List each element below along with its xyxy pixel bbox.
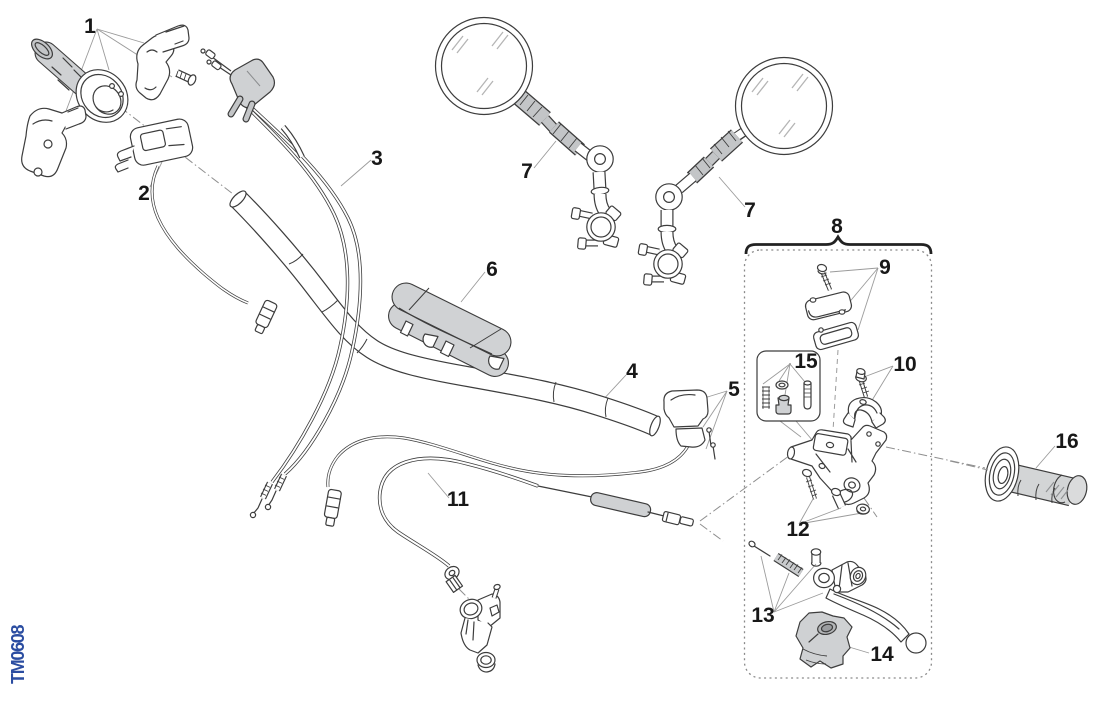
svg-text:6: 6 [486, 258, 498, 281]
svg-text:7: 7 [744, 199, 756, 222]
svg-text:13: 13 [751, 604, 774, 627]
svg-text:16: 16 [1055, 430, 1078, 453]
svg-text:15: 15 [794, 350, 818, 373]
svg-text:1: 1 [84, 15, 96, 38]
svg-text:9: 9 [879, 256, 891, 279]
svg-text:5: 5 [728, 378, 740, 401]
svg-text:14: 14 [870, 643, 894, 666]
svg-text:7: 7 [521, 160, 533, 183]
svg-text:4: 4 [626, 360, 638, 383]
svg-text:12: 12 [786, 518, 809, 541]
svg-text:10: 10 [893, 353, 916, 376]
svg-text:TM0608: TM0608 [8, 624, 28, 684]
svg-text:8: 8 [831, 215, 843, 238]
svg-text:2: 2 [138, 182, 150, 205]
svg-text:11: 11 [447, 488, 470, 511]
svg-text:3: 3 [371, 147, 383, 170]
